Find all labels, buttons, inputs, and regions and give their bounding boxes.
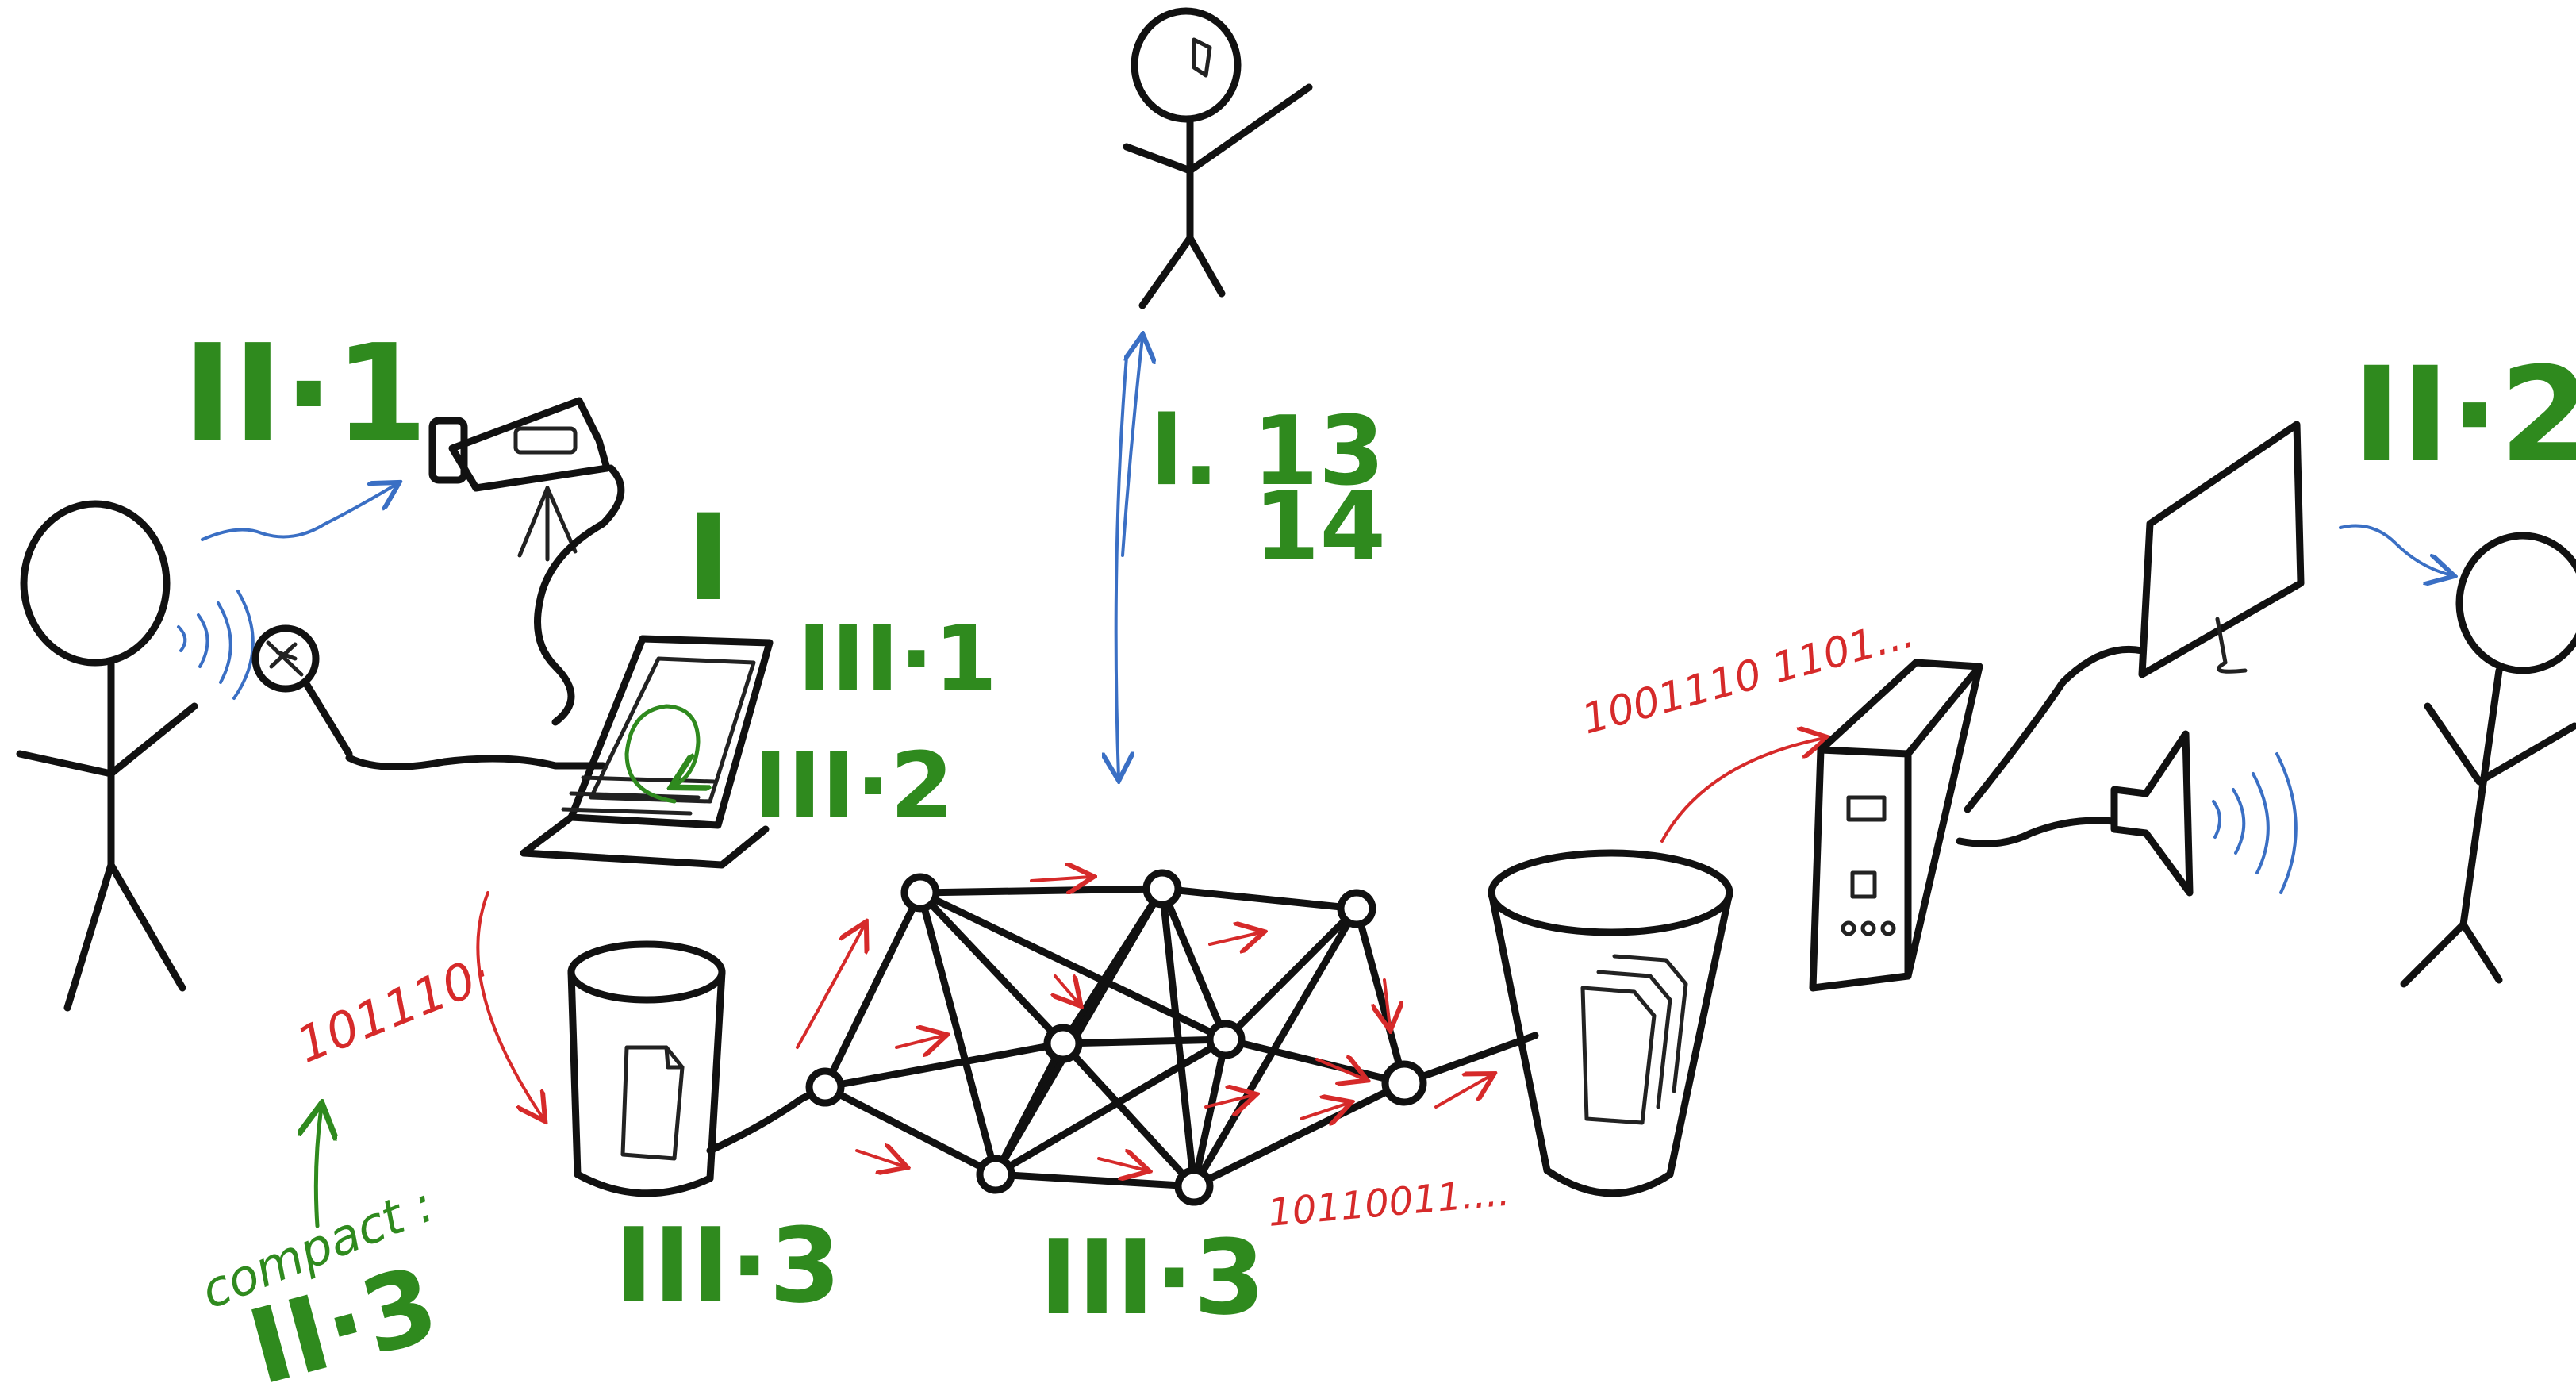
video-camera-icon — [428, 397, 611, 562]
access-arrow-top — [1116, 355, 1127, 778]
processing-loop-icon — [624, 704, 698, 804]
bitstream-left: 101110· — [288, 944, 498, 1074]
bitstream-top-right: 1001110 1101... — [1577, 609, 1919, 744]
label-l-14: 14 — [1253, 472, 1386, 582]
sound-wave-left-icon — [177, 590, 255, 700]
monitor-icon — [2138, 421, 2305, 678]
storage-network-cable — [706, 1083, 829, 1155]
laptop-icon — [520, 635, 774, 869]
microphone-icon — [251, 624, 353, 758]
access-arrow-top-head — [1121, 337, 1142, 557]
label-iii-2: III·2 — [754, 733, 954, 840]
signal-arrow-to-viewer — [2339, 524, 2451, 576]
stick-person-left-icon — [16, 500, 198, 1012]
computer-tower-icon — [1809, 659, 1983, 992]
network-flow-arrows — [796, 877, 1491, 1170]
bitstream-bottom: 10110011.... — [1266, 1170, 1511, 1235]
microphone-cable — [345, 754, 607, 770]
network-node-icon — [805, 869, 1427, 1206]
data-arrow-to-storage — [476, 891, 543, 1119]
label-ii-1: II·1 — [182, 316, 428, 473]
label-ii-2: II·2 — [2352, 339, 2576, 491]
stick-person-top-icon — [1123, 7, 1313, 309]
network-graph — [821, 885, 1539, 1190]
label-i: I — [686, 490, 731, 628]
monitor-cable — [1964, 645, 2146, 813]
database-left-icon — [567, 940, 726, 1197]
compact-arrow — [316, 1107, 321, 1228]
stick-person-right-icon — [2400, 532, 2576, 988]
speaker-cable — [1956, 817, 2118, 847]
speaker-icon — [2110, 730, 2298, 897]
label-l-13: l. 13 — [1150, 397, 1385, 507]
database-right-icon — [1488, 849, 1733, 1197]
label-iii-3-center: III·3 — [1039, 1217, 1265, 1338]
label-iii-3-left: III·3 — [615, 1205, 841, 1326]
label-iii-1: III·1 — [797, 606, 997, 713]
signal-arrow-to-camera — [201, 484, 397, 541]
camera-cable — [534, 464, 625, 726]
data-arrow-to-computer — [1660, 738, 1825, 843]
